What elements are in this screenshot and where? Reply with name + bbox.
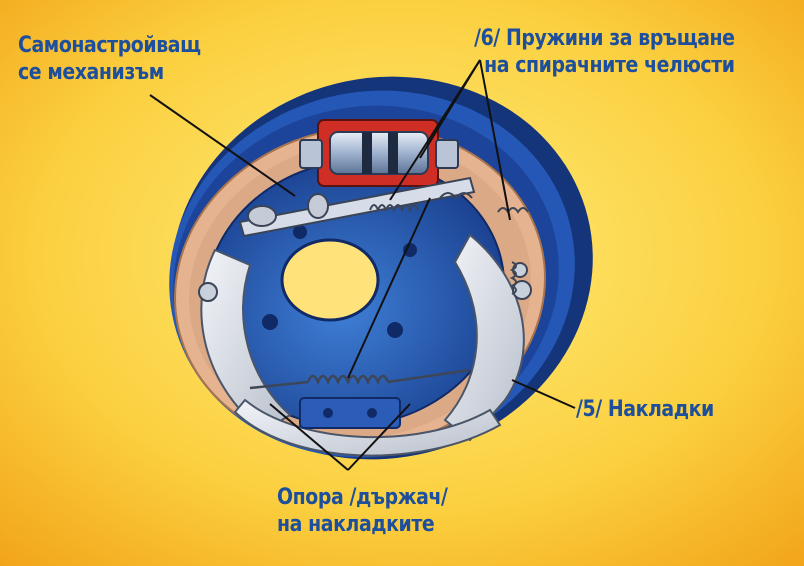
upper-return-spring <box>369 192 529 214</box>
label-lining-support-line2: на накладките <box>277 512 435 537</box>
label-lining-support-line1: Опора /държач/ <box>277 485 448 510</box>
hold-down-springs <box>509 261 517 295</box>
leader-lines <box>149 59 576 471</box>
label-self-adjusting-mechanism-line2: се механизъм <box>18 60 164 85</box>
label-linings-line1: /5/ Накладки <box>576 397 714 422</box>
label-return-springs-line2: на спирачните челюсти <box>484 53 735 78</box>
self-adjuster-strut <box>238 176 476 238</box>
lower-return-spring <box>249 368 471 390</box>
label-linings: /5/ Накладки <box>576 396 714 423</box>
label-lining-support: Опора /държач/ на накладките <box>277 484 448 538</box>
label-self-adjusting-mechanism-line1: Самонастройващ <box>18 33 201 58</box>
shoe-support-block <box>299 397 401 429</box>
bottom-shoe-web <box>233 398 502 457</box>
label-return-springs-line1: /6/ Пружини за връщане <box>474 26 735 51</box>
label-return-springs: /6/ Пружини за връщане на спирачните чел… <box>405 25 735 79</box>
wheel-cylinder <box>299 119 459 187</box>
label-self-adjusting-mechanism: Самонастройващ се механизъм <box>18 32 201 86</box>
